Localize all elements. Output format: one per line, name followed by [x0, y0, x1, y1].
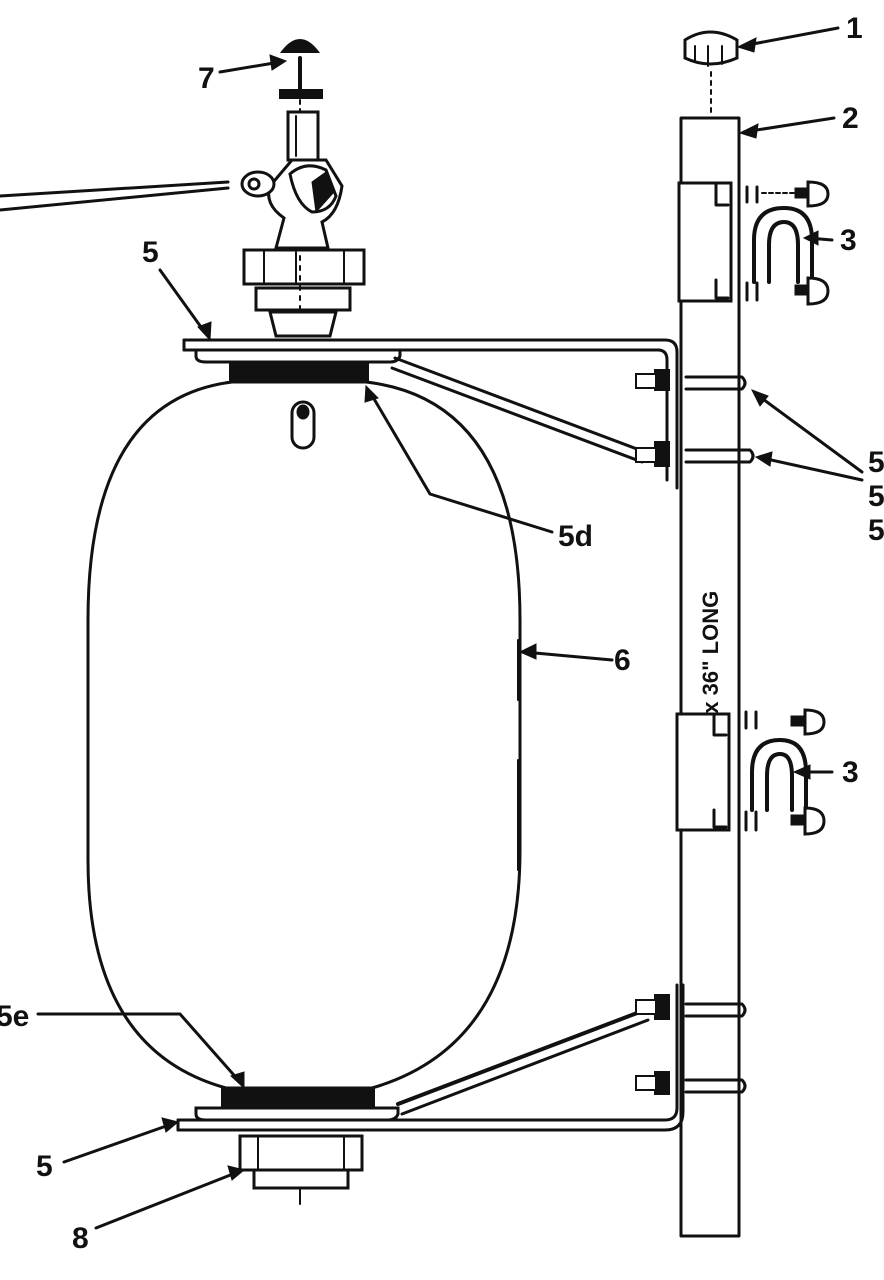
pipe-cap [683, 30, 739, 116]
valve-assembly [0, 39, 366, 338]
callout-1: 1 [846, 12, 863, 45]
top-bracket [182, 338, 755, 490]
callout-5-right-a: 5 [868, 446, 884, 479]
bottom-bracket [176, 983, 747, 1132]
callout-7: 7 [198, 62, 215, 95]
callouts: 1 2 3 3 5 5 5 5 5 5d 5e 6 7 8 [0, 12, 884, 1255]
callout-5-right-c: 5 [868, 514, 884, 547]
callout-8: 8 [72, 1222, 89, 1255]
callout-3-top: 3 [840, 224, 857, 257]
callout-5-bottom-left: 5 [36, 1150, 53, 1183]
callout-6: 6 [614, 644, 631, 677]
callout-5-top-left: 5 [142, 236, 159, 269]
callout-5d: 5d [558, 520, 593, 553]
callout-5-right-b: 5 [868, 480, 884, 513]
leader-lines [36, 26, 864, 1230]
clamp-top [677, 180, 830, 306]
callout-5e: 5e [0, 1000, 29, 1033]
tank [86, 361, 522, 1109]
callout-3-bottom: 3 [842, 756, 859, 789]
bottom-fitting [238, 1134, 364, 1205]
callout-2: 2 [842, 102, 859, 135]
clamp-bottom [675, 708, 826, 836]
